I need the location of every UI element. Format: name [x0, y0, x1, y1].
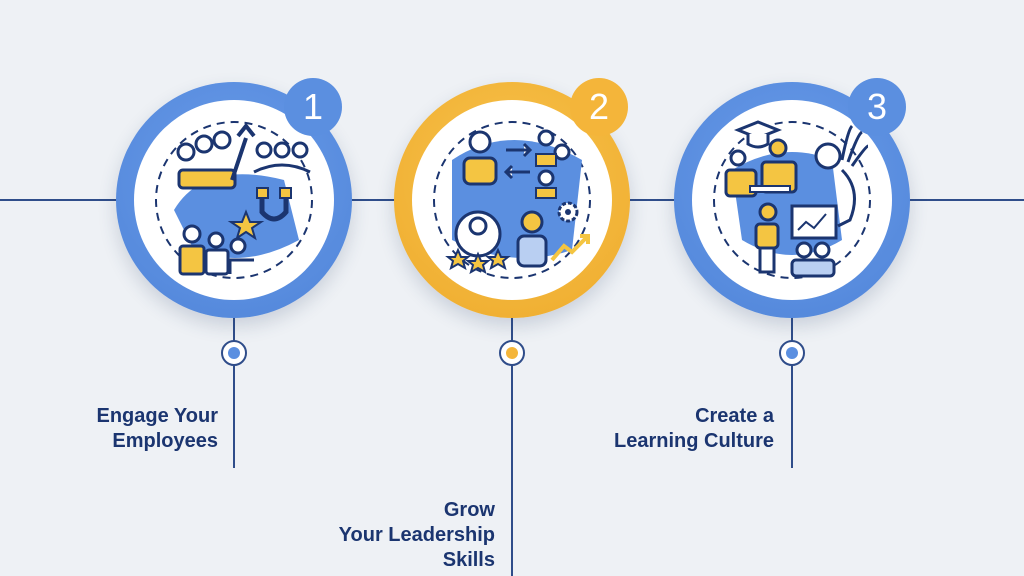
- timeline-line-left: [0, 199, 130, 201]
- step-2-label-line-3: Skills: [442, 549, 495, 571]
- step-2-label: Grow Your Leadership Skills: [300, 498, 495, 573]
- step-3-number-badge: 3: [848, 78, 906, 136]
- step-3-label-line-2: Learning Culture: [613, 430, 774, 452]
- step-3-marker: [779, 340, 805, 366]
- step-2-label-line-1: Grow: [443, 499, 495, 521]
- step-3-label-line-1: Create a: [695, 405, 774, 427]
- timeline-line-right: [905, 199, 1024, 201]
- step-1-marker: [221, 340, 247, 366]
- step-2-marker: [499, 340, 525, 366]
- timeline-line-mid-2: [625, 199, 687, 201]
- step-2-connector: [511, 312, 513, 576]
- step-2-label-line-2: Your Leadership: [338, 524, 495, 546]
- step-3-connector: [791, 312, 793, 468]
- step-3-label: Create a Learning Culture: [574, 404, 774, 454]
- step-2-circle: [394, 82, 630, 318]
- step-1-label-line-2: Employees: [112, 430, 218, 452]
- step-1-label-line-1: Engage Your: [96, 405, 218, 427]
- step-1-connector: [233, 312, 235, 468]
- step-1-label: Engage Your Employees: [60, 404, 218, 454]
- leadership-skills-icon: [433, 121, 591, 279]
- step-1-number-badge: 1: [284, 78, 342, 136]
- step-2-number-badge: 2: [570, 78, 628, 136]
- learning-culture-icon: [713, 120, 871, 279]
- engage-employees-icon: [155, 121, 313, 279]
- timeline-line-mid-1: [350, 199, 412, 201]
